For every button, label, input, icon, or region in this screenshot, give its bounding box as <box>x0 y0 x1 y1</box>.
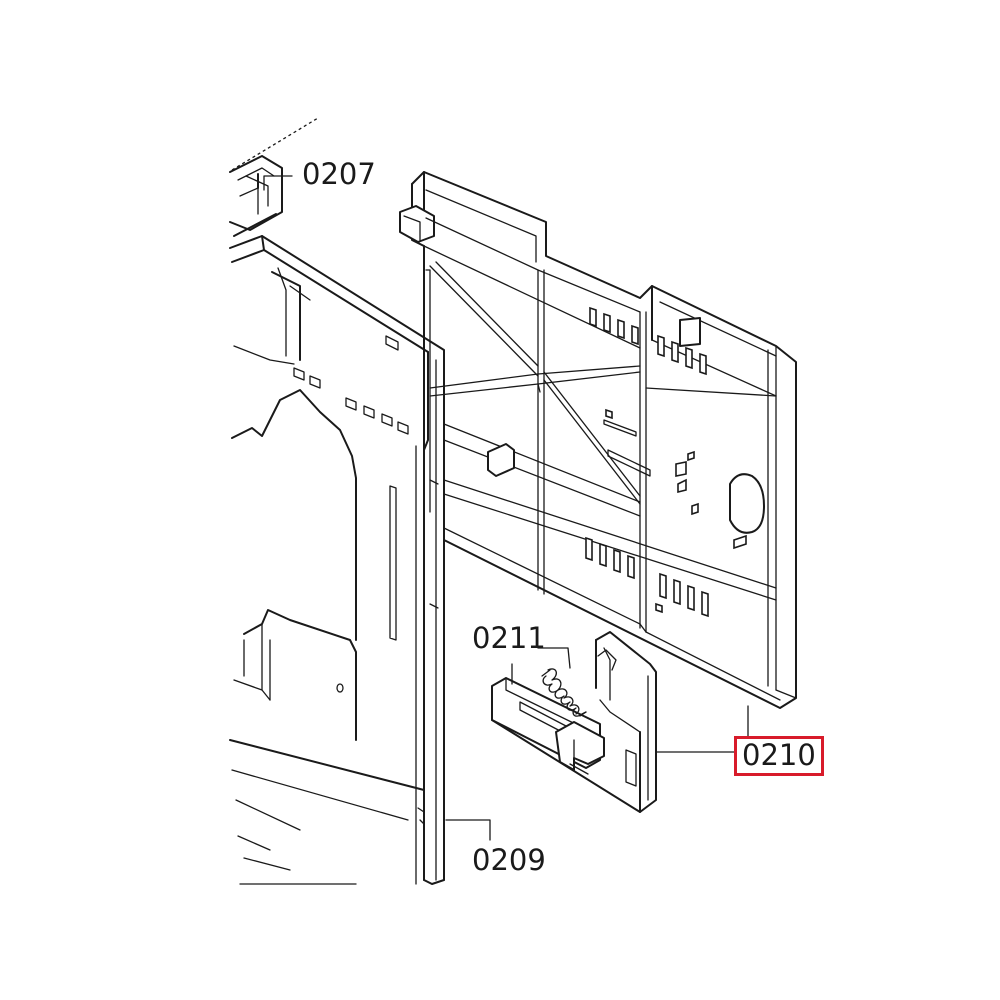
callout-label-0210: 0210 <box>734 736 824 776</box>
leader-0211-b <box>537 647 571 669</box>
callout-label-0207: 0207 <box>302 157 376 191</box>
part-0210-drawing <box>399 171 797 709</box>
spring-coil <box>541 668 587 717</box>
part-0211-drawing <box>491 631 657 813</box>
part-0207-drawing <box>229 117 319 237</box>
leader-0209 <box>445 819 491 841</box>
callout-label-0209: 0209 <box>472 843 546 877</box>
part-0209-drawing <box>229 235 445 885</box>
callout-label-0211: 0211 <box>472 621 546 655</box>
leader-lines <box>263 175 749 841</box>
leader-0207 <box>263 175 293 191</box>
